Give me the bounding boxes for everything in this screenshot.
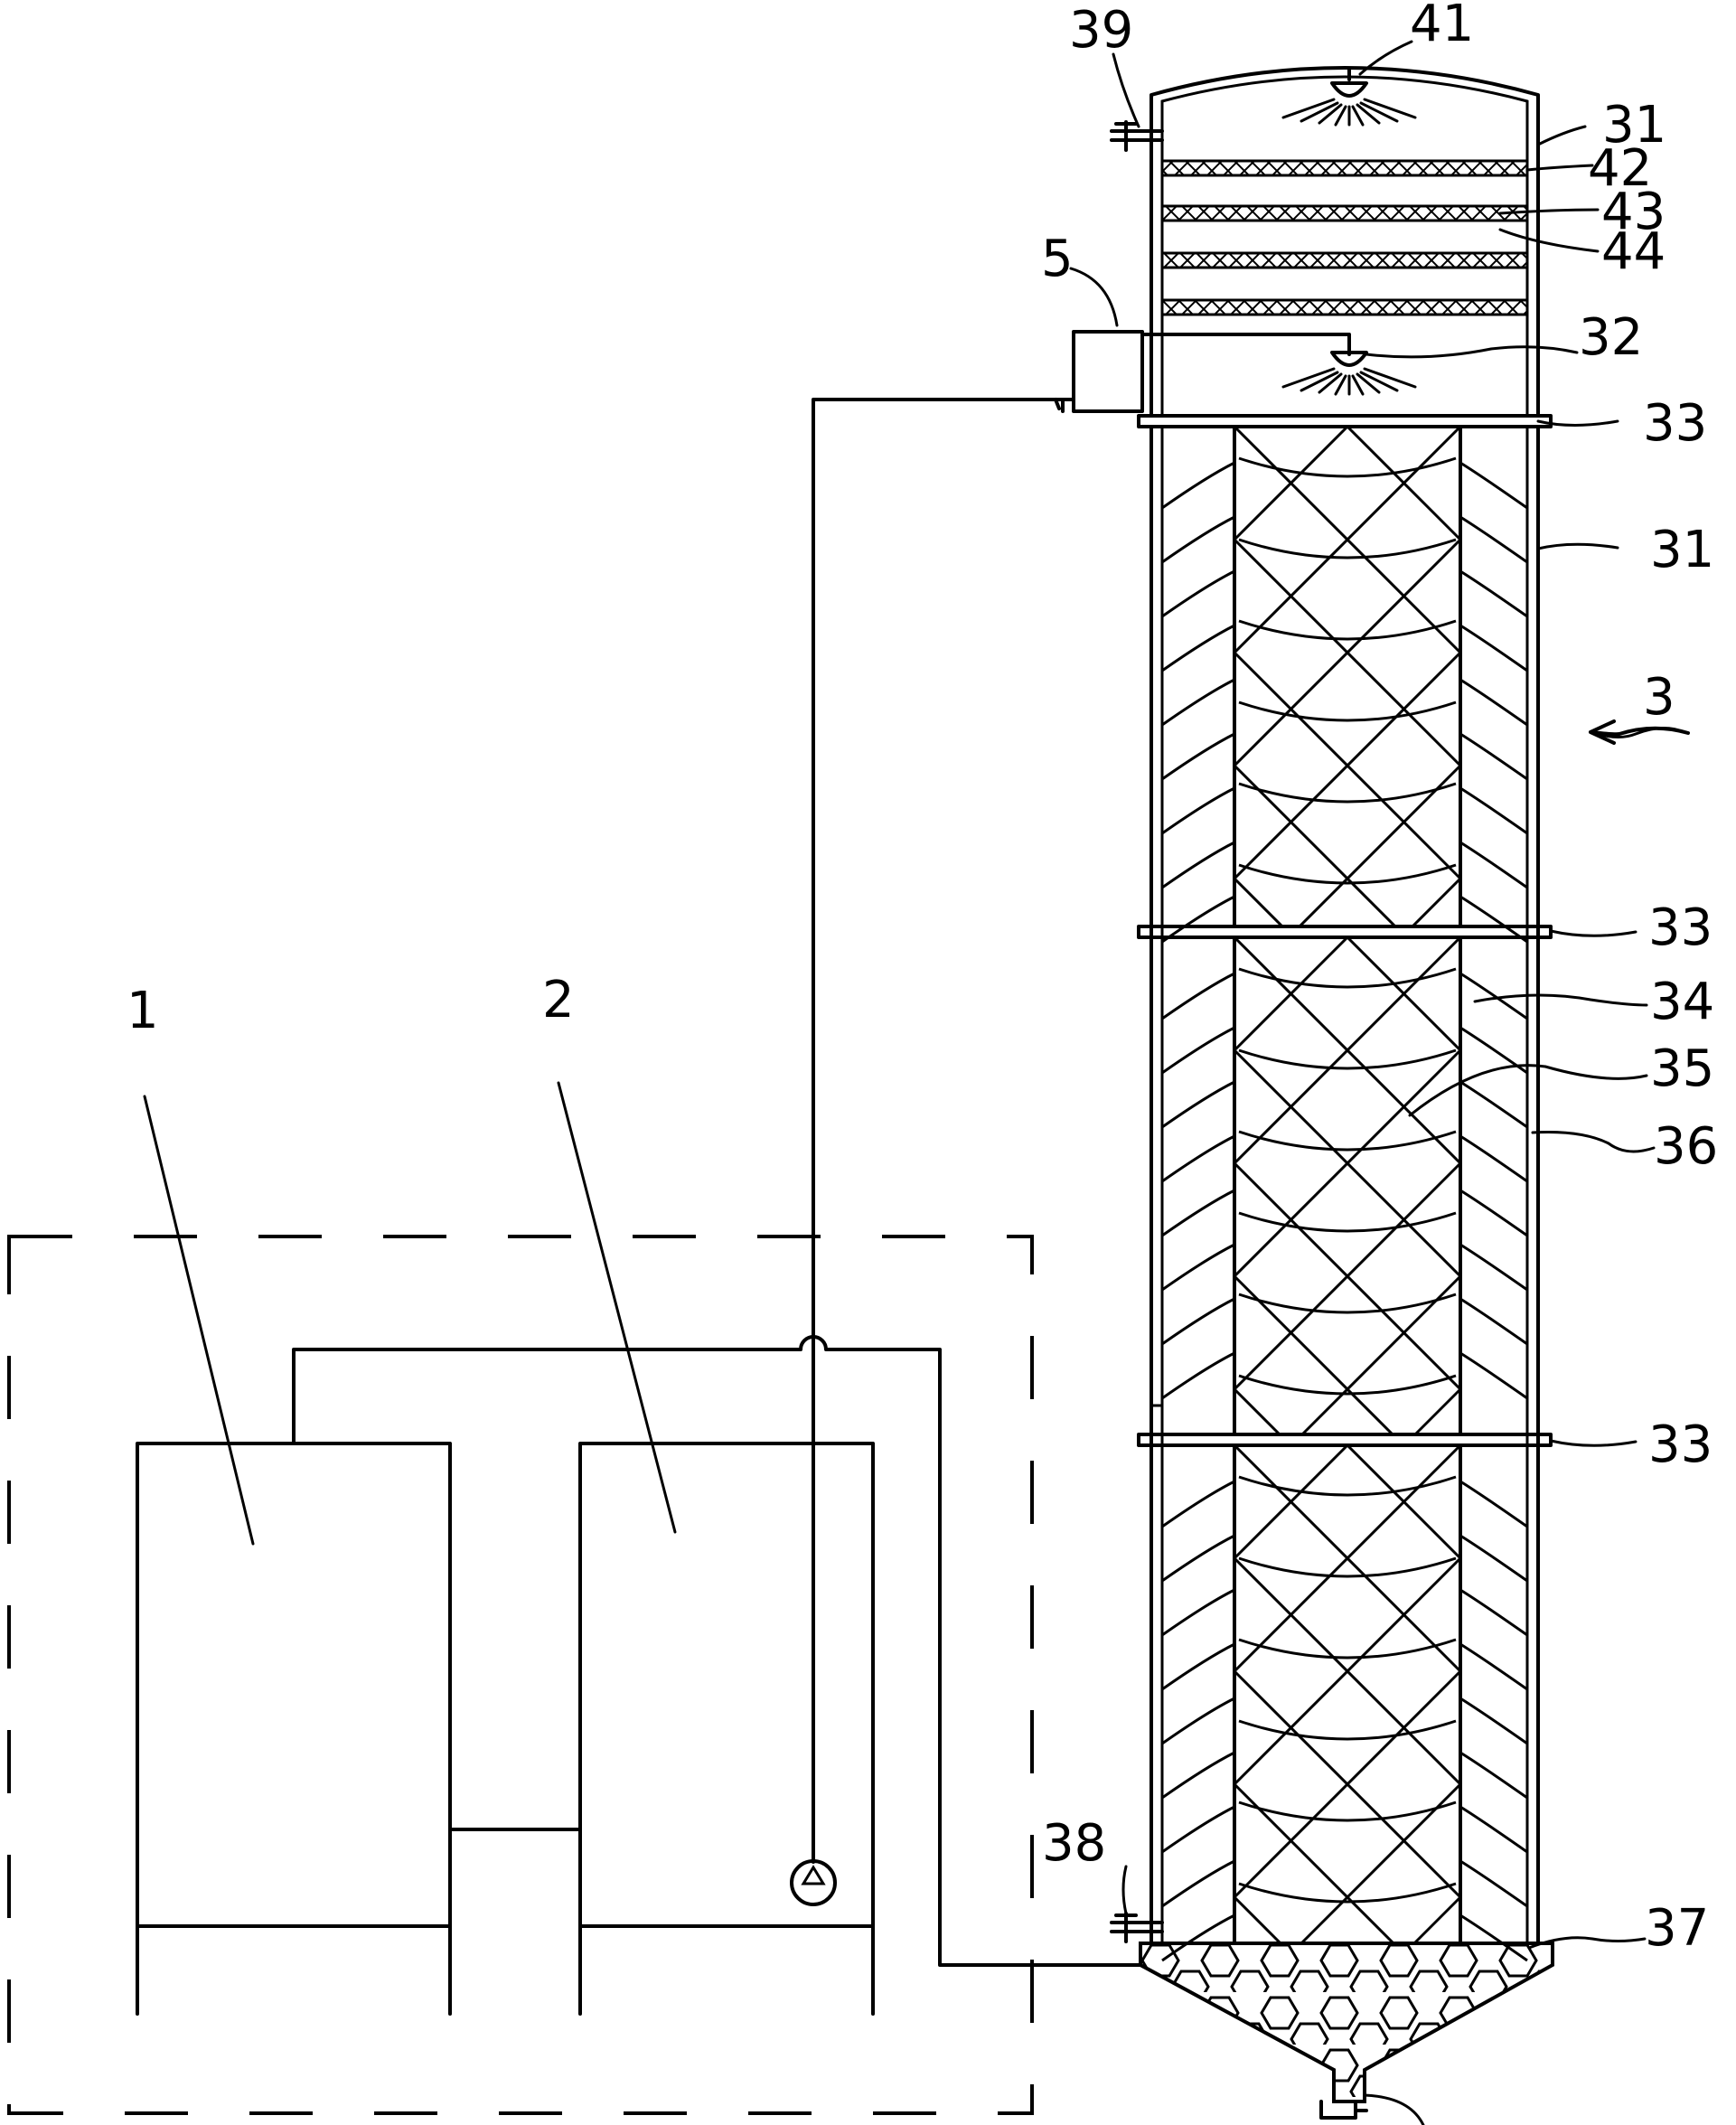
bottom-hopper-37 [1139,1942,1554,2120]
pump [790,1859,837,1906]
label-31-mid: 31 [1650,521,1714,579]
tank-2 [578,1442,875,2016]
label-1: 1 [127,982,159,1040]
label-37: 37 [1645,1899,1709,1958]
label-32: 32 [1579,308,1643,367]
packing-curved-plates [1161,456,1528,944]
label-31-top: 31 [1602,96,1666,155]
label-33-c: 33 [1648,1415,1713,1474]
valve-39 [1110,120,1164,152]
packing-curved-plates [1161,1475,1528,1962]
packing-mesh-lines [1233,1443,1462,1945]
label-2: 2 [542,971,575,1030]
label-5: 5 [1041,230,1074,288]
packing-mesh-lines [1233,425,1462,928]
label-33-b: 33 [1648,898,1713,957]
label-38: 38 [1042,1814,1106,1873]
label-34: 34 [1650,973,1714,1031]
label-3: 3 [1643,668,1675,727]
dashed-enclosure [7,1235,1034,2115]
packing-sections [1161,425,1528,1962]
leader-lines [143,40,1686,2125]
label-36: 36 [1654,1117,1718,1176]
label-41: 41 [1410,0,1474,53]
arrow-3-icon [1589,719,1690,745]
label-44: 44 [1601,222,1666,281]
packing-curved-plates [1161,967,1528,1400]
spray-nozzle-32 [1281,351,1417,396]
tower-shell [1150,66,1540,1943]
label-42: 42 [1588,139,1652,198]
flanges-33 [1137,414,1553,1447]
label-43: 43 [1601,183,1666,241]
tank-1 [136,1442,452,2016]
feed-pipe [292,1335,1142,1967]
distributor-box-5 [1054,330,1351,413]
spray-nozzle-41 [1281,67,1417,127]
label-33-a: 33 [1643,394,1707,453]
pump-pipe [812,398,1059,1864]
packing-mesh-lines [1233,936,1462,1436]
valve-38 [1110,1912,1164,1943]
filter-layers [1160,159,1529,316]
pump-arrow-icon [801,1865,826,1885]
label-39: 39 [1069,1,1133,60]
label-35: 35 [1650,1039,1714,1098]
reference-labels: 1 2 3 5 31 31 32 33 33 33 34 35 36 37 38… [127,0,1718,1958]
